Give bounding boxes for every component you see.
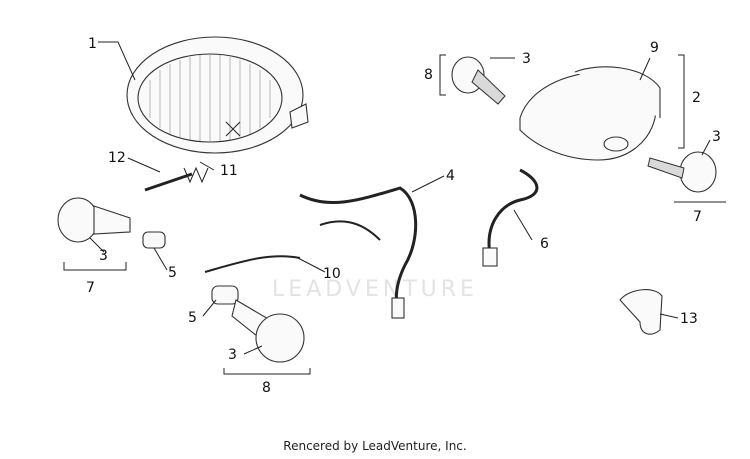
- callout-12: 12: [108, 150, 126, 166]
- callout-5-left: 5: [168, 265, 177, 281]
- callout-13: 13: [680, 311, 698, 327]
- part-turn-signal-top: [451, 56, 506, 105]
- footer-credit: Rencered by LeadVenture, Inc.: [283, 439, 466, 453]
- watermark: LEADVENTURE: [272, 277, 478, 302]
- part-rear-lamp: [519, 66, 661, 161]
- part-turn-signal-right: [647, 151, 717, 193]
- callout-1: 1: [88, 36, 97, 52]
- callout-labels: 1 3 8 9 2 3 7 12 11 4 6 3 5 10 7 5 3 8 1…: [86, 36, 721, 396]
- part-wire: [204, 255, 301, 273]
- part-rear-harness: [482, 168, 539, 267]
- part-main-harness: [299, 186, 418, 319]
- part-spacer-left: [142, 231, 166, 249]
- callout-11: 11: [220, 163, 238, 179]
- callout-3-right: 3: [712, 129, 721, 145]
- callout-4: 4: [446, 168, 455, 184]
- part-turn-signal-bottom: [211, 285, 305, 363]
- part-turn-signal-left: [57, 197, 131, 243]
- part-screw-spring: [144, 166, 209, 192]
- callout-8-top: 8: [424, 67, 433, 83]
- part-headlight: [126, 36, 309, 154]
- leader-lines: [63, 41, 726, 375]
- callout-3-bottom: 3: [228, 347, 237, 363]
- callout-10: 10: [323, 266, 341, 282]
- callout-6: 6: [540, 236, 549, 252]
- callout-9: 9: [650, 40, 659, 56]
- callout-8-bottom: 8: [262, 380, 271, 396]
- callout-3-top: 3: [522, 51, 531, 67]
- callout-7-left: 7: [86, 280, 95, 296]
- callout-2: 2: [692, 90, 701, 106]
- callout-7-right: 7: [693, 209, 702, 225]
- callout-3-left: 3: [99, 248, 108, 264]
- callout-5-bottom: 5: [188, 310, 197, 326]
- part-bracket: [619, 289, 663, 335]
